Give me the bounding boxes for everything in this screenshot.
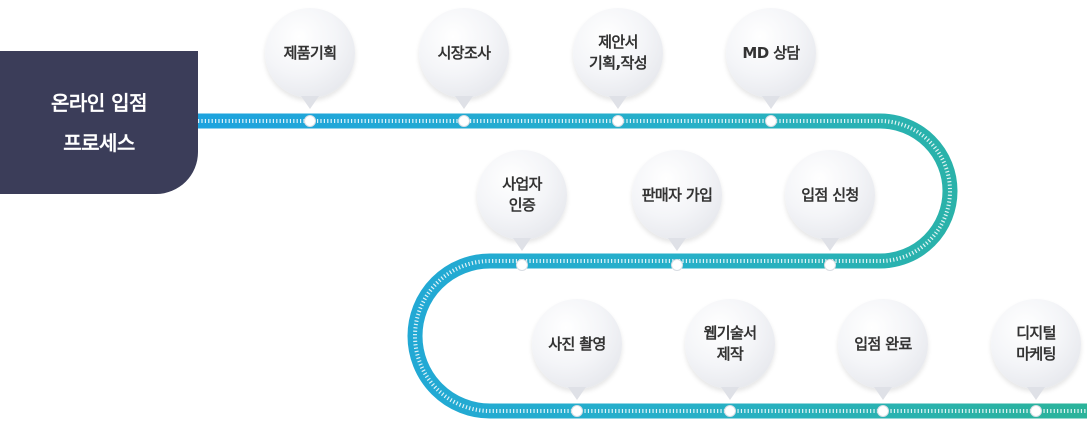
step-label: MD 상담 <box>742 43 800 62</box>
step-bubble-entry-complete: 입점 완료 <box>838 299 928 400</box>
track-node-9 <box>724 405 736 417</box>
step-bubble-entry-apply: 입점 신청 <box>785 150 875 251</box>
step-label: 기획,작성 <box>589 54 648 72</box>
process-title-box: 온라인 입점 프로세스 <box>0 51 198 194</box>
track-node-6 <box>671 259 683 271</box>
step-bubble-market-research: 시장조사 <box>419 8 509 109</box>
step-label: 제품기획 <box>283 43 337 62</box>
track-node-5 <box>516 259 528 271</box>
step-label: 웹기술서 <box>703 324 757 342</box>
step-label: 인증 <box>508 196 536 214</box>
track-node-7 <box>824 259 836 271</box>
step-label: 사업자 <box>502 175 542 193</box>
step-bubble-business-verify: 사업자 인증 <box>477 150 567 251</box>
step-label: 마케팅 <box>1016 345 1056 363</box>
track-dots <box>198 119 1087 413</box>
track-node-1 <box>304 115 316 127</box>
track-node-4 <box>765 115 777 127</box>
step-label: 제안서 <box>598 33 638 51</box>
step-bubble-seller-signup: 판매자 가입 <box>632 150 722 251</box>
track-node-8 <box>571 405 583 417</box>
track-node-10 <box>877 405 889 417</box>
track-nodes <box>304 115 1042 417</box>
step-label: 시장조사 <box>437 43 491 62</box>
step-bubble-web-detail: 웹기술서 제작 <box>685 299 775 400</box>
track-node-2 <box>458 115 470 127</box>
step-bubble-md-consult: MD 상담 <box>726 8 816 109</box>
step-label: 제작 <box>716 345 744 363</box>
step-bubble-product-planning: 제품기획 <box>265 8 355 109</box>
step-bubble-digital-marketing: 디지털 마케팅 <box>991 299 1081 400</box>
title-line-1: 온라인 입점 <box>51 90 147 115</box>
step-label: 입점 완료 <box>854 334 912 353</box>
step-label: 사진 촬영 <box>548 334 606 353</box>
step-bubble-photo-shoot: 사진 촬영 <box>532 299 622 400</box>
track-node-3 <box>612 115 624 127</box>
title-line-2: 프로세스 <box>63 130 135 155</box>
step-label: 디지털 <box>1016 324 1056 342</box>
step-label: 판매자 가입 <box>641 185 713 204</box>
step-bubble-proposal: 제안서 기획,작성 <box>573 8 663 109</box>
step-label: 입점 신청 <box>801 185 859 204</box>
track-node-11 <box>1030 405 1042 417</box>
